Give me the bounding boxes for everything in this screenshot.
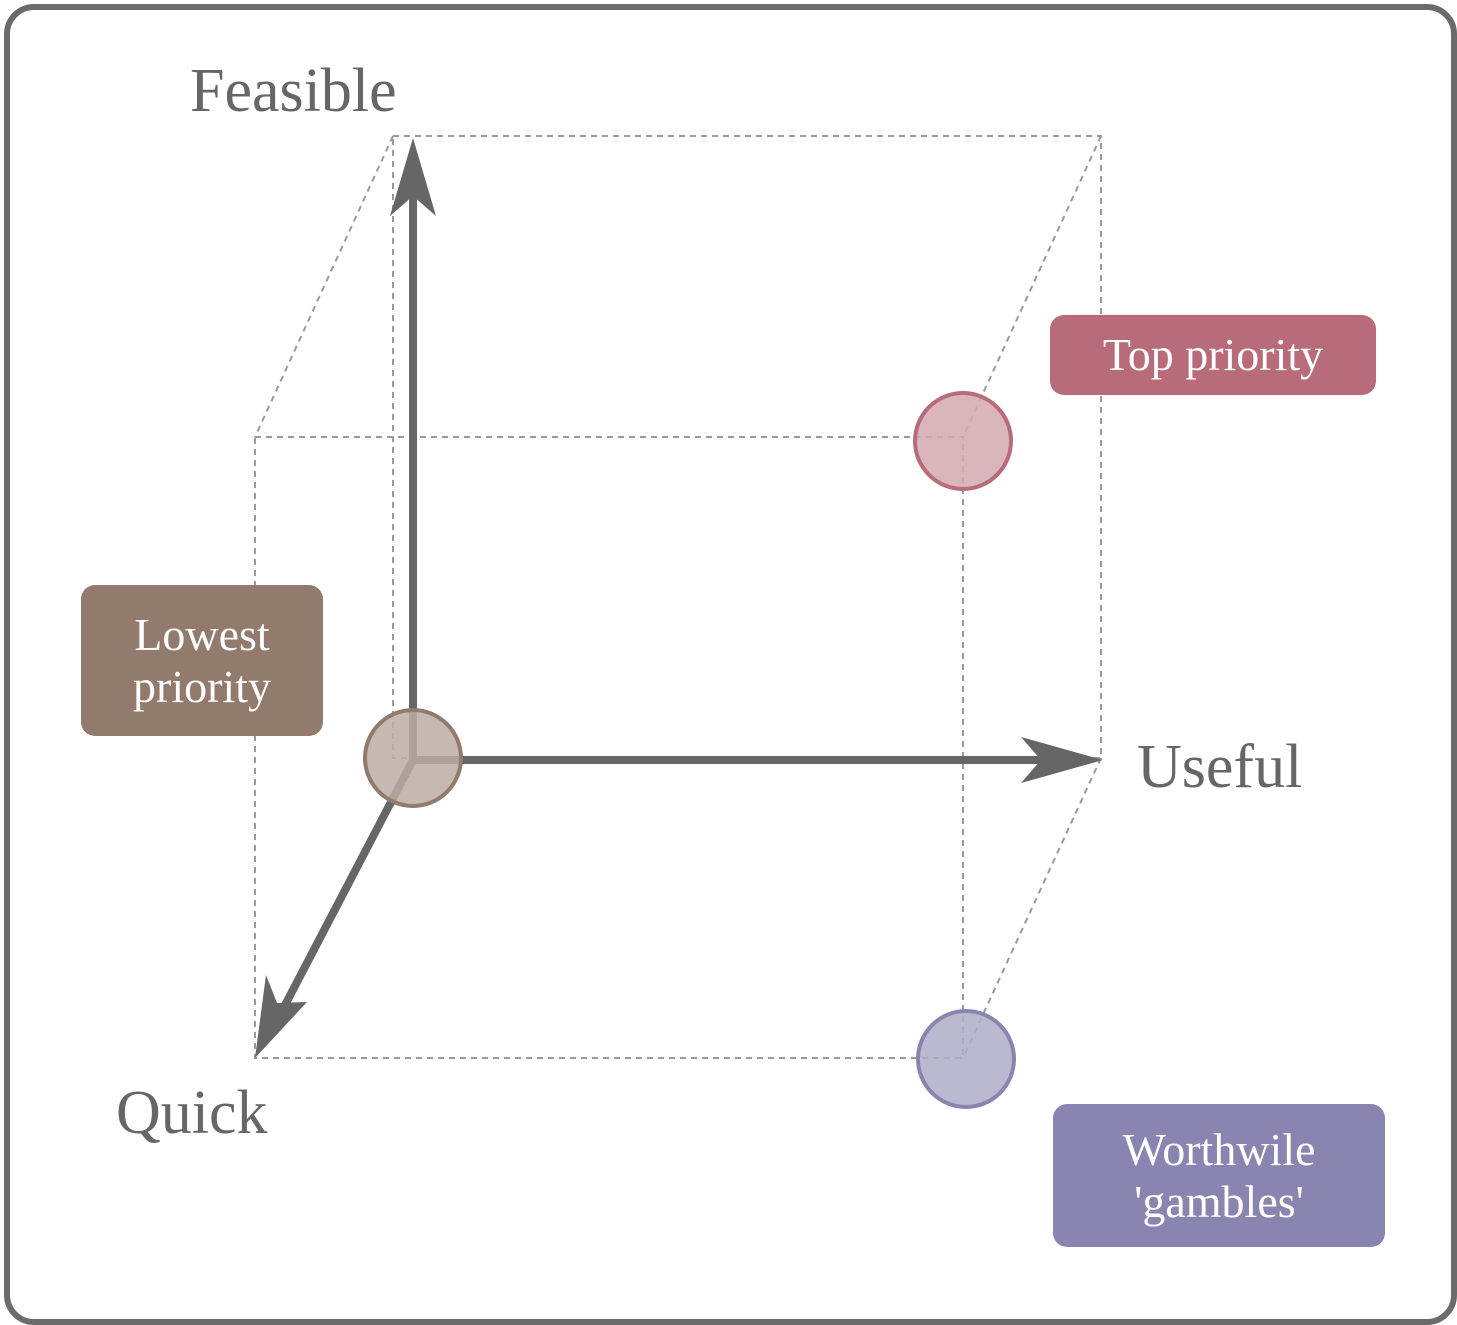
cube-guides [254, 135, 1102, 1059]
worthwile-gambles-tag-line-1: Worthwile [1122, 1123, 1316, 1175]
axis-label-useful: Useful [1137, 733, 1303, 801]
lowest-priority-point [363, 708, 463, 808]
edge-bottom-right [962, 757, 1102, 1059]
lowest-priority-tag-line-1: Lowest [134, 608, 270, 660]
axes [268, 138, 1103, 1034]
front-face [254, 436, 964, 1059]
edge-top-left [254, 135, 394, 438]
axis-quick-arrowhead [255, 975, 307, 1058]
axis-useful-arrowhead [1021, 737, 1103, 783]
axis-label-feasible: Feasible [190, 57, 397, 125]
top-priority-tag-line-1: Top priority [1102, 329, 1324, 381]
axis-label-quick: Quick [116, 1079, 268, 1147]
worthwile-gambles-tag: Worthwile 'gambles' [1053, 1104, 1385, 1247]
edge-top-right [962, 135, 1102, 438]
axis-quick-line [268, 756, 417, 1034]
worthwile-gambles-tag-line-2: 'gambles' [1134, 1175, 1304, 1227]
lowest-priority-tag-line-2: priority [133, 660, 271, 712]
top-priority-tag: Top priority [1050, 315, 1376, 395]
top-priority-point [913, 391, 1013, 491]
worthwile-gambles-point [916, 1009, 1016, 1109]
lowest-priority-tag: Lowest priority [81, 585, 323, 736]
axis-feasible-arrowhead [390, 138, 436, 216]
